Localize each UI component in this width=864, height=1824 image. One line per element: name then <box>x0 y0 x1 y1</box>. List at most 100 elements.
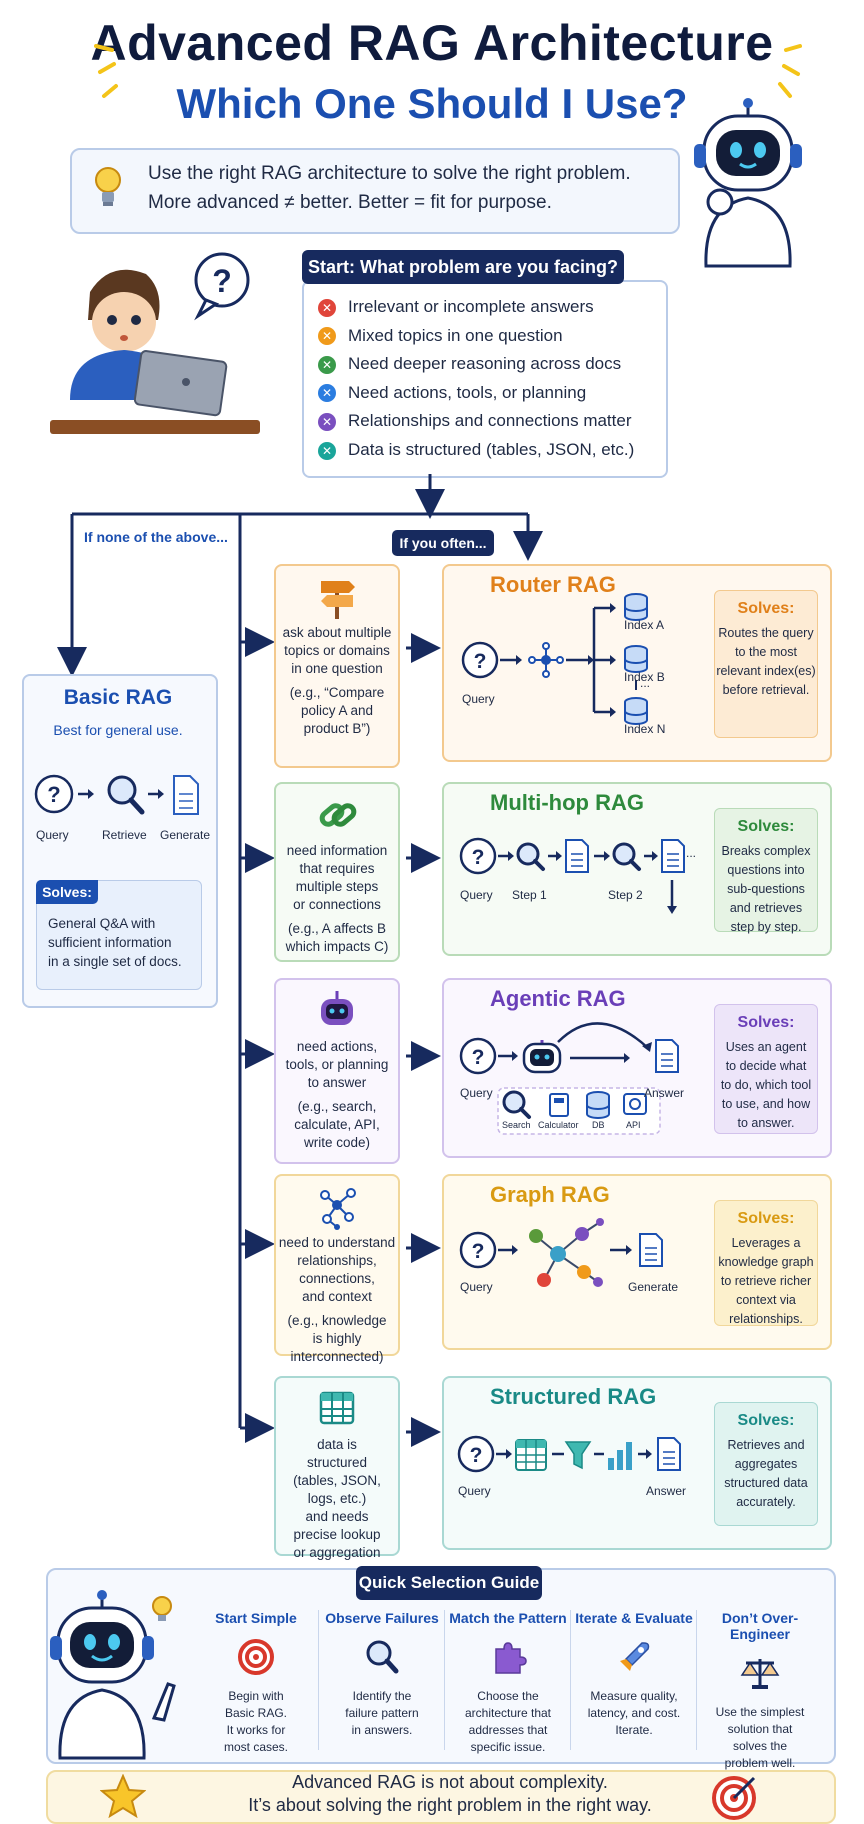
x-badge-icon: ✕ <box>318 441 336 460</box>
use-case-line: and needs <box>305 1509 369 1524</box>
use-case-example-line: is highly <box>312 1331 362 1346</box>
solves-line: to the most <box>735 645 797 659</box>
architecture-diagram: ? <box>448 786 708 956</box>
guide-item-line: specific issue. <box>470 1740 546 1754</box>
architecture-title: Router RAG <box>490 572 616 597</box>
use-case-line: need to understand <box>278 1235 396 1250</box>
solves-line: Routes the query <box>718 626 814 640</box>
svg-text:?: ? <box>212 263 232 299</box>
tip-box <box>70 148 680 234</box>
guide-item-line: most cases. <box>223 1740 289 1754</box>
page-title: Advanced RAG Architecture <box>90 15 774 71</box>
diagram-caption: Index N <box>624 722 666 736</box>
use-case-line: need actions, <box>296 1039 378 1054</box>
diagram-caption: Search <box>502 1120 531 1130</box>
solves-label: Solves: <box>737 600 795 617</box>
scale-icon <box>700 1648 820 1698</box>
diagram-caption: Step 2 <box>608 888 643 902</box>
use-case-line: to answer <box>307 1075 367 1090</box>
problem-text: Need deeper reasoning across docs <box>348 354 622 374</box>
robot-thinking-illustration <box>694 98 802 268</box>
diagram-caption: DB <box>592 1120 605 1130</box>
problem-text: Data is structured (tables, JSON, etc.) <box>348 440 635 459</box>
magnifier-icon <box>322 1632 442 1682</box>
basic-rag-subtitle: Best for general use. <box>53 722 183 738</box>
svg-text:?: ? <box>472 1240 485 1263</box>
solves-line: questions into <box>727 863 805 877</box>
diagram-caption: Calculator <box>538 1120 579 1130</box>
architecture-diagram: ? <box>448 982 708 1158</box>
x-badge-icon: ✕ <box>318 327 336 346</box>
guide-divider <box>444 1610 445 1750</box>
svg-text:?: ? <box>47 782 60 807</box>
architecture-diagram: ? <box>448 568 708 762</box>
architecture-diagram: ? <box>448 1178 708 1350</box>
guide-item-heading: Don’t Over-Engineer <box>721 1610 799 1642</box>
target-icon <box>196 1632 316 1682</box>
diagram-caption: Index A <box>624 618 665 632</box>
use-case-line: need information <box>286 843 388 858</box>
basic-solves-line: General Q&A with <box>48 916 156 931</box>
solves-line: and retrieves <box>729 901 803 915</box>
use-case-line: structured <box>306 1455 368 1470</box>
solves-line: to do, which tool <box>720 1078 812 1092</box>
use-case-line: (tables, JSON, <box>293 1473 381 1488</box>
svg-text:?: ? <box>470 1444 483 1467</box>
diagram-caption: Index B <box>624 670 665 684</box>
basic-solves-label: Solves: <box>36 880 98 904</box>
svg-text:?: ? <box>474 650 487 673</box>
lightbulb-icon <box>95 167 121 206</box>
use-case-example-line: which impacts C) <box>285 939 389 954</box>
signpost-icon <box>276 570 398 624</box>
quick-selection-guide <box>46 1568 836 1764</box>
problem-text: Mixed topics in one question <box>348 325 563 345</box>
guide-item-line: addresses that <box>468 1723 548 1737</box>
title-sparkles <box>94 44 802 98</box>
use-case-line: relationships, <box>297 1253 377 1268</box>
robot-pointing-illustration <box>50 1590 176 1760</box>
use-case-example-line: interconnected) <box>290 1349 384 1364</box>
solves-line: to answer. <box>737 1116 795 1130</box>
problems-box <box>302 280 668 478</box>
diagram-caption: Answer <box>646 1484 687 1498</box>
diagram-caption: Query <box>460 1086 493 1100</box>
tip-line-1: Use the right RAG architecture to solve … <box>148 163 631 184</box>
solves-label: Solves: <box>737 1210 795 1227</box>
use-case-line: or connections <box>293 897 381 912</box>
use-case-example-line: policy A and <box>300 703 374 718</box>
svg-text:?: ? <box>472 1046 485 1069</box>
basic-solves-line: sufficient information <box>48 935 172 950</box>
solves-line: sub-questions <box>727 882 805 896</box>
solves-line: context via <box>736 1293 796 1307</box>
guide-item-line: Begin with <box>228 1689 284 1703</box>
use-case-example-line: (e.g., “Compare <box>289 685 385 700</box>
chain-link-icon <box>276 788 398 842</box>
use-case-line: in one question <box>291 661 383 676</box>
x-badge-icon: ✕ <box>318 298 336 317</box>
guide-item-heading: Start Simple <box>215 1610 297 1626</box>
star-icon <box>100 1774 146 1818</box>
table-icon <box>276 1382 398 1436</box>
basic-step-retrieve: Retrieve <box>102 828 147 842</box>
basic-rag-flow: ? <box>34 774 199 815</box>
basic-rag-title: Basic RAG <box>63 686 173 709</box>
guide-item-line: Choose the <box>477 1689 539 1703</box>
guide-item-line: latency, and cost. <box>587 1706 681 1720</box>
use-case-line: ask about multiple <box>282 625 392 640</box>
problem-item: ✕Irrelevant or incomplete answers <box>318 297 594 317</box>
guide-item-line: Use the simplest <box>715 1705 805 1719</box>
solves-line: Leverages a <box>731 1236 801 1250</box>
diagram-caption: Step 1 <box>512 888 547 902</box>
solves-line: relationships. <box>729 1312 803 1326</box>
solves-label: Solves: <box>737 1412 795 1429</box>
use-case-example-line: (e.g., A affects B <box>287 921 387 936</box>
footer-line-1: Advanced RAG is not about complexity. <box>292 1772 608 1792</box>
